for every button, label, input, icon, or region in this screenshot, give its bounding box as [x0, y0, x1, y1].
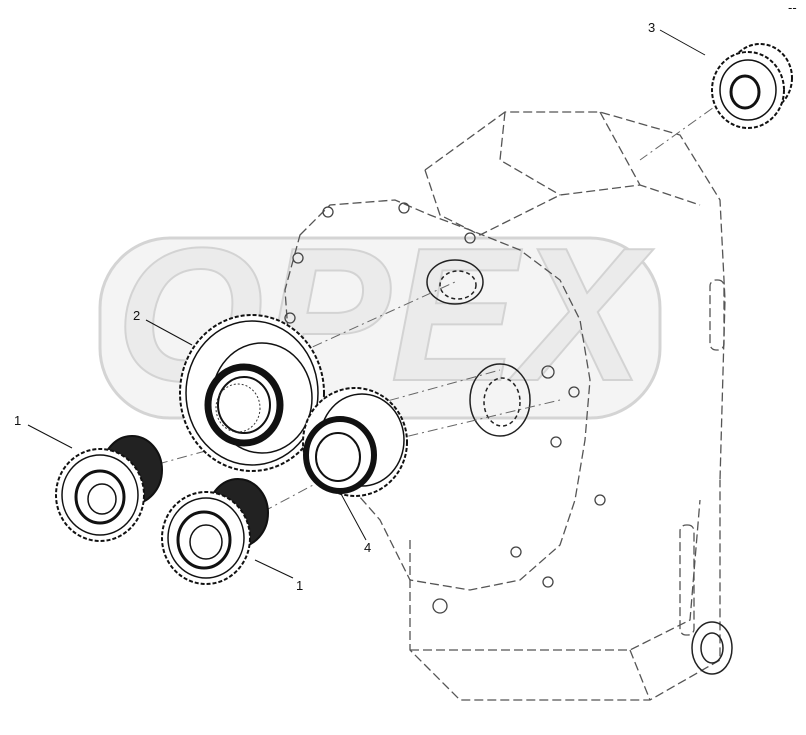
part-2-large-gear [179, 314, 325, 472]
callout-3: 3 [648, 20, 655, 35]
callout-leaders [27, 29, 706, 579]
callout-2: 2 [133, 308, 140, 323]
callout-1-left: 1 [14, 413, 21, 428]
part-1-small-gear-right [161, 478, 269, 585]
callout-1-right: 1 [296, 578, 303, 593]
svg-text:OPEX: OPEX [116, 209, 654, 421]
callout-4: 4 [364, 540, 371, 555]
corner-mark: -- [788, 0, 797, 15]
housing-bores [426, 259, 733, 675]
part-1-small-gear-left [55, 435, 163, 542]
part-4-medium-gear [302, 387, 408, 497]
part-3-gear [711, 43, 793, 129]
